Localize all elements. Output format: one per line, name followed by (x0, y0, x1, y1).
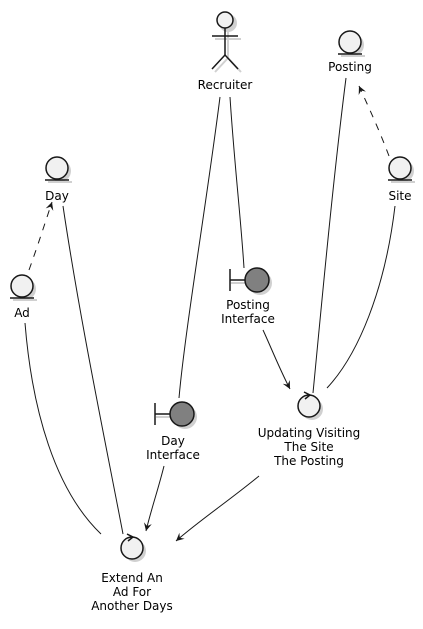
node-day-interface (154, 401, 197, 429)
edge-ad-to-extend (24, 322, 102, 535)
node-updating-control-label: Updating Visiting (258, 426, 361, 440)
node-day-interface-label: Day (161, 434, 185, 448)
entity-icon (45, 156, 72, 183)
node-site-label: Site (388, 189, 411, 203)
node-posting-interface (229, 267, 272, 295)
edge-updating-to-extend (175, 475, 260, 542)
control-icon (297, 391, 323, 420)
node-day (45, 156, 72, 183)
entity-icon (388, 156, 415, 183)
node-updating-control-label: The Posting (273, 454, 344, 468)
edge-day-to-extend (62, 205, 124, 535)
edge-site-to-updating (326, 205, 396, 389)
node-ad (10, 274, 37, 301)
actor-icon (211, 11, 242, 73)
node-day-label: Day (45, 189, 69, 203)
node-extend-control-label: Extend An (101, 571, 163, 585)
node-posting-interface-label: Interface (221, 312, 275, 326)
boundary-icon (229, 267, 272, 295)
node-recruiter-label: Recruiter (198, 78, 253, 92)
node-posting-interface-label: Posting (226, 298, 270, 312)
nodes (10, 11, 415, 562)
edge-recruiter-to-day-interface (178, 96, 221, 399)
edge-recruiter-to-posting-interface (229, 96, 245, 269)
entity-icon (338, 30, 365, 57)
edge-ad-to-day (28, 201, 54, 271)
edge-posting-to-updating (312, 77, 347, 394)
node-recruiter (211, 11, 242, 73)
node-extend-control-label: Another Days (91, 599, 173, 613)
entity-icon (10, 274, 37, 301)
boundary-icon (154, 401, 197, 429)
node-extend-control-label: Ad For (113, 585, 151, 599)
edge-posting-interface-to-updating (262, 329, 291, 390)
edge-day-interface-to-extend (143, 465, 165, 532)
node-posting (338, 30, 365, 57)
node-posting-label: Posting (328, 60, 372, 74)
node-updating-control (297, 391, 323, 420)
node-day-interface-label: Interface (146, 448, 200, 462)
connections (24, 77, 396, 542)
node-updating-control-label: The Site (283, 440, 333, 454)
node-extend-control (120, 533, 146, 562)
node-site (388, 156, 415, 183)
edge-site-to-posting (358, 85, 390, 157)
control-icon (120, 533, 146, 562)
node-ad-label: Ad (14, 306, 30, 320)
